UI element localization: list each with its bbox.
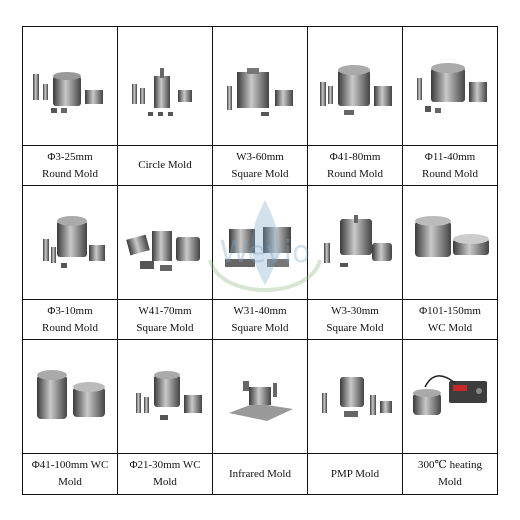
product-image-11: [23, 340, 118, 454]
product-image-10: [403, 186, 498, 300]
product-caption-14: PMP Mold: [308, 454, 403, 495]
product-caption-2: Circle Mold: [118, 146, 213, 186]
product-image-15: [403, 340, 498, 454]
product-image-6: [23, 186, 118, 300]
product-image-14: [308, 340, 403, 454]
product-image-8: [213, 186, 308, 300]
product-image-7: [118, 186, 213, 300]
product-image-4: [308, 27, 403, 146]
product-image-13: [213, 340, 308, 454]
product-image-5: [403, 27, 498, 146]
product-image-3: [213, 27, 308, 146]
product-caption-13: Infrared Mold: [213, 454, 308, 495]
product-image-2: [118, 27, 213, 146]
product-image-12: [118, 340, 213, 454]
product-image-9: [308, 186, 403, 300]
product-image-1: [23, 27, 118, 146]
